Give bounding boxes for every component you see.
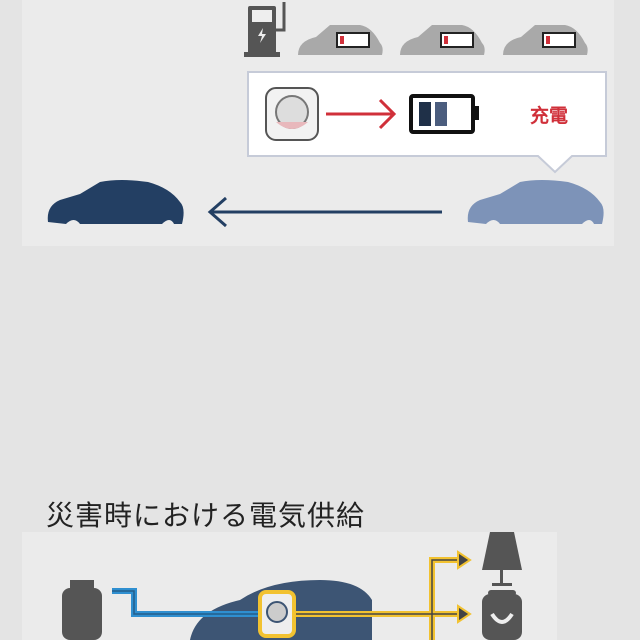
light-car-icon	[467, 180, 604, 224]
lamp-icon	[482, 532, 522, 586]
arrow-right-icon	[326, 98, 397, 130]
gray-car-icon-1	[298, 25, 383, 55]
dark-car-icon	[47, 180, 184, 224]
charging-callout: 充電	[247, 71, 607, 174]
gas-cylinder-icon	[62, 580, 102, 640]
power-lines	[296, 550, 472, 640]
arrow-left-icon	[207, 196, 442, 228]
gray-car-icon-2	[400, 25, 485, 55]
gray-car-icon-3	[503, 25, 588, 55]
battery-icon	[409, 94, 479, 134]
rice-cooker-icon	[482, 590, 522, 640]
charging-station-icon	[244, 2, 286, 57]
charge-label: 充電	[530, 104, 568, 127]
range-extender-engine-icon	[265, 87, 319, 141]
gas-line	[112, 588, 262, 617]
section-title: 災害時における電気供給	[46, 499, 366, 532]
generator-icon	[258, 590, 296, 638]
